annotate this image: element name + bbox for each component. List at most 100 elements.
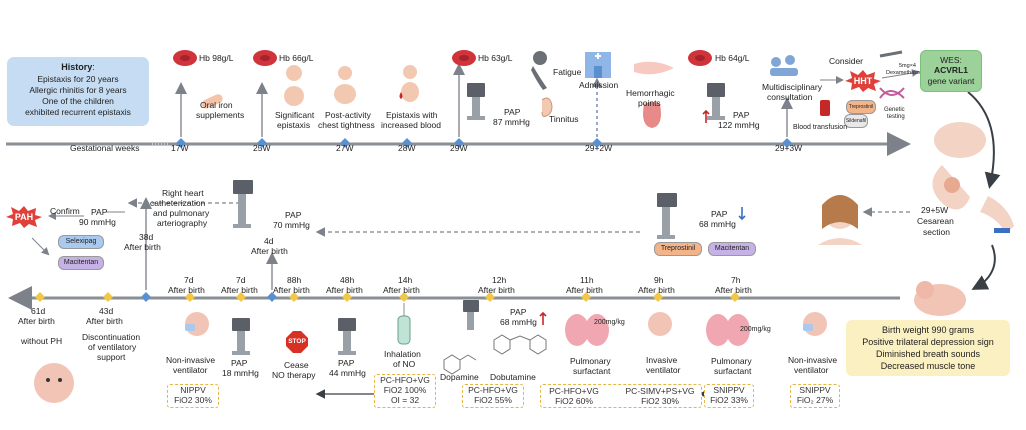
pap-90-value: 90 mmHg [79,217,116,227]
tongue-icon [643,102,661,128]
cesarean-icon [980,196,1014,234]
settings-box-hfo-100: PC-HFO+VG FiO2 100% OI = 32 [374,374,436,408]
settings-line: FiO2 60% [555,396,593,406]
oral-iron-line2: supplements [196,110,245,120]
baby-face-icon [34,363,74,403]
selexipag-pill: Selexipag [58,235,104,249]
settings-line: FiO2 55% [474,395,512,405]
epistaxis-blood-2: increased blood [381,120,442,130]
pill-icon [201,94,223,109]
multidisc-1: Multidisciplinary [762,82,822,92]
blood-cell-icon [173,50,712,66]
wes-gene: ACVRL1 [933,65,968,75]
tick-88h-sub: After birth [273,285,310,295]
tick-7h-sub: After birth [715,285,752,295]
tick-12h-sub: After birth [478,285,515,295]
blood-bag-icon [820,100,830,116]
settings-line: FiO2 30% [641,396,679,406]
dopamine-label: Dopamine [440,372,479,382]
fatigue-label: Fatigue [553,67,582,77]
hospital-icon [585,52,611,78]
arrow-up-red-icon-2 [539,311,547,325]
discont-1: Discontinuation [82,332,141,342]
tick-7d-a: 7d [184,275,194,285]
cesarean-2: section [923,227,950,237]
treprostinil-pill: Treprostinil [654,242,702,256]
cease-no-2: NO therapy [272,370,316,380]
noninvasive-1b: ventilator [173,365,208,375]
newborn-icon [914,281,966,316]
history-line: Allergic rhinitis for 8 years [29,85,127,95]
bottom-diamonds [35,292,740,302]
settings-box-hfo-55: PC-HFO+VG FiO2 55% [462,384,524,408]
d4-1: 4d [264,236,274,246]
d38-1: 38d [139,232,154,242]
tick-7d-a-sub: After birth [168,285,205,295]
no-bottle-icon [397,315,411,345]
hemorrhagic-2: points [638,98,661,108]
ear-icon [541,97,553,117]
settings-line: SNIPPV [713,385,745,395]
skin-icon [634,61,674,75]
noninvasive-2b: ventilator [794,365,829,375]
dose-200-1: 200mg/kg [594,319,625,326]
tick-29-2w: 29+2W [585,143,613,153]
dexa-dose: 5mg×4 [899,63,916,69]
tick-28w: 28W [398,143,416,153]
hb-64: Hb 64g/L [715,53,750,63]
birth-line: Positive trilateral depression sign [862,337,994,347]
pap-122-value: 122 mmHg [718,120,760,130]
wes-label: gene variant [927,76,975,86]
settings-line: NIPPV [180,385,206,395]
ultrasound-icon [232,83,725,355]
multidisc-2: consultation [767,92,813,102]
settings-line: PC-HFO+VG [380,375,430,385]
treprostinil-small-pill: Treprostinil [846,100,876,114]
settings-line: PC-HFO+VG [468,385,518,395]
post-activity-1: Post-activity [325,110,371,120]
hht-burst-icon [845,70,881,92]
admission-label: Admission [579,80,619,90]
macitentan-pill: Macitentan [58,256,104,270]
tick-9h: 9h [654,275,664,285]
pulm-surf-2a: Pulmonary [711,356,752,366]
hb-66: Hb 66g/L [279,53,314,63]
settings-line: FiO2 100% [383,385,427,395]
cath-3: and pulmonary [153,208,210,218]
tick-88h: 88h [287,275,302,285]
consultation-icon [770,55,798,76]
person-icon [284,65,419,106]
oral-iron-line1: Oral iron [200,100,233,110]
tick-17w: 17W [171,143,189,153]
tick-9h-sub: After birth [638,285,675,295]
pap-68-label: PAP [711,209,728,219]
pap-122-label: PAP [733,110,750,120]
tick-7d-b: 7d [236,275,246,285]
pap-18-value: 18 mmHg [222,368,259,378]
tick-61d-sub: After birth [18,316,55,326]
confirm-label: Confirm [50,206,80,216]
inhalation-2: of NO [393,359,416,369]
pap-87-label: PAP [504,107,521,117]
tick-11h: 11h [580,275,594,285]
birth-line: Decreased muscle tone [880,361,976,371]
birth-findings-box: Birth weight 990 grams Positive trilater… [846,320,1010,376]
pulm-surf-2b: surfactant [714,366,752,376]
hht-badge: HHT [845,70,881,92]
pap-44-label: PAP [338,358,355,368]
dopamine-molecule-icon [443,354,477,375]
cath-2: catheterization [150,198,206,208]
invasive-2: ventilator [646,365,681,375]
hb-63: Hb 63g/L [478,53,513,63]
tick-7h: 7h [731,275,741,285]
noninvasive-2a: Non-invasive [788,355,838,365]
consider-label: Consider [829,56,864,66]
settings-box-snippv-33: SNIPPV FiO2 33% [704,384,754,408]
tick-27w: 27W [336,143,354,153]
dobutamine-molecule-icon [493,334,547,355]
pap-90-label: PAP [91,207,108,217]
sildenafil-pill: Sildenafil [844,114,868,128]
settings-box-nippv: NIPPV FiO2 30% [167,384,219,408]
pap-87-value: 87 mmHg [493,117,530,127]
